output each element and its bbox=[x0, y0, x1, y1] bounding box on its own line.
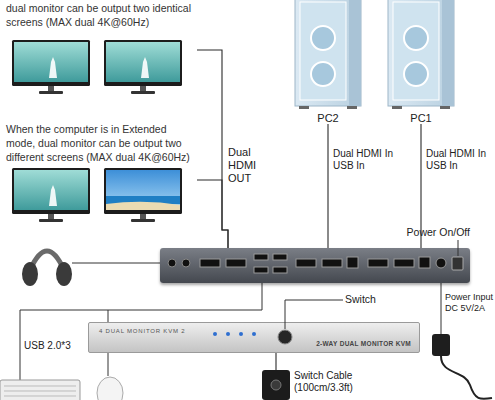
tower-fan bbox=[404, 62, 428, 86]
wire-connector bbox=[197, 50, 228, 248]
headset-cup bbox=[56, 262, 72, 286]
monitor-screen bbox=[106, 42, 180, 82]
monitor bbox=[104, 168, 182, 222]
remote-button bbox=[271, 380, 281, 390]
headset-cup bbox=[22, 262, 38, 286]
kvm-front-panel: 4 DUAL MONITOR KVM 2 2-WAY DUAL MONITOR K… bbox=[88, 322, 420, 353]
callout-label: Switch bbox=[345, 293, 405, 306]
tower-glass bbox=[300, 2, 346, 100]
wire-connector bbox=[420, 124, 421, 248]
hdmi-port bbox=[394, 259, 414, 267]
callout-label: Power On/Off bbox=[407, 226, 470, 238]
connector-group bbox=[197, 50, 421, 370]
usb-port bbox=[273, 254, 287, 260]
pc-node: PC1 bbox=[383, 0, 459, 124]
audio-wire bbox=[72, 263, 172, 264]
monitor-screen bbox=[106, 170, 180, 210]
mouse bbox=[97, 377, 123, 400]
monitor-base bbox=[39, 219, 63, 222]
dc-jack bbox=[436, 258, 446, 268]
usb-b-port bbox=[419, 257, 430, 268]
monitor-bezel bbox=[104, 40, 182, 86]
callout-label: Switch Cable (100cm/3.3ft) bbox=[294, 370, 366, 394]
wire-connector bbox=[327, 124, 328, 248]
indicator-led bbox=[226, 332, 230, 336]
tower-fan bbox=[404, 26, 428, 50]
monitor-base bbox=[131, 219, 155, 222]
remote-switch: Switch Cable (100cm/3.3ft) bbox=[262, 370, 290, 400]
connector-label: Dual HDMI OUT bbox=[228, 146, 272, 186]
monitor-base bbox=[131, 91, 155, 94]
tower-front bbox=[442, 0, 454, 106]
tower-foot bbox=[392, 106, 402, 109]
callout-label: Power Input DC 5V/2A bbox=[445, 292, 495, 315]
hdmi-port bbox=[322, 259, 342, 267]
tower-fan bbox=[311, 26, 335, 50]
hdmi-port bbox=[226, 259, 246, 267]
tower-case bbox=[388, 0, 454, 106]
wire-connector bbox=[275, 353, 276, 370]
pc-tower bbox=[388, 0, 454, 109]
indicator-led bbox=[239, 332, 243, 336]
power-wire bbox=[441, 283, 442, 334]
usb-port bbox=[254, 267, 268, 273]
tower-foot bbox=[299, 106, 309, 109]
tower-fan bbox=[311, 62, 335, 86]
audio-jack bbox=[182, 259, 190, 267]
info-text: When the computer is in Extended mode, d… bbox=[6, 122, 194, 164]
monitor-screen bbox=[14, 42, 88, 82]
monitor-bezel bbox=[12, 40, 90, 86]
power-cord bbox=[441, 356, 492, 399]
info-panel: When the computer is in Extended mode, d… bbox=[2, 120, 197, 220]
usb-b-port bbox=[347, 257, 358, 268]
wire-connector bbox=[197, 180, 228, 248]
pc-label: PC2 bbox=[290, 112, 366, 124]
hdmi-port bbox=[368, 259, 388, 267]
info-text: dual monitor can be output two identical… bbox=[6, 1, 194, 29]
screen-figure bbox=[49, 185, 57, 206]
tower-foot bbox=[440, 106, 450, 109]
monitor-bezel bbox=[104, 168, 182, 214]
keyboard bbox=[0, 380, 80, 400]
hdmi-port bbox=[296, 259, 316, 267]
monitor-base bbox=[39, 91, 63, 94]
screen-figure bbox=[49, 57, 57, 78]
power-button bbox=[452, 257, 463, 270]
leader-line bbox=[285, 300, 343, 329]
panel-print: 4 DUAL MONITOR KVM 2 bbox=[99, 328, 185, 334]
screen-sand bbox=[106, 202, 180, 210]
connector-label: Dual HDMI In USB In bbox=[426, 148, 490, 172]
kvm-rear-panel: Power On/Off bbox=[160, 248, 470, 283]
monitor-screen bbox=[14, 170, 88, 210]
leader-line bbox=[458, 240, 459, 256]
monitor-bezel bbox=[12, 168, 90, 214]
audio-jack bbox=[168, 259, 176, 267]
tower-glass bbox=[393, 2, 439, 100]
panel-print: 2-WAY DUAL MONITOR KVM bbox=[316, 340, 411, 347]
pc-node: PC2 bbox=[290, 0, 366, 124]
tower-front bbox=[349, 0, 361, 106]
connector-label: Dual HDMI In USB In bbox=[333, 148, 397, 172]
usb-port bbox=[254, 254, 268, 260]
monitor bbox=[12, 40, 90, 94]
indicator-led bbox=[252, 332, 256, 336]
keyboard-keys bbox=[4, 386, 76, 396]
pc-label: PC1 bbox=[383, 112, 459, 124]
info-panel: dual monitor can be output two identical… bbox=[2, 0, 197, 92]
usb-port bbox=[273, 267, 287, 273]
pc-tower bbox=[295, 0, 361, 109]
monitor bbox=[12, 168, 90, 222]
switch-button bbox=[278, 330, 292, 344]
tower-case bbox=[295, 0, 361, 106]
monitor bbox=[104, 40, 182, 94]
screen-figure bbox=[141, 57, 149, 78]
tower-foot bbox=[347, 106, 357, 109]
power-adapter bbox=[432, 334, 450, 356]
callout-label: USB 2.0*3 bbox=[24, 340, 84, 353]
hdmi-port bbox=[200, 259, 220, 267]
indicator-led bbox=[213, 332, 217, 336]
